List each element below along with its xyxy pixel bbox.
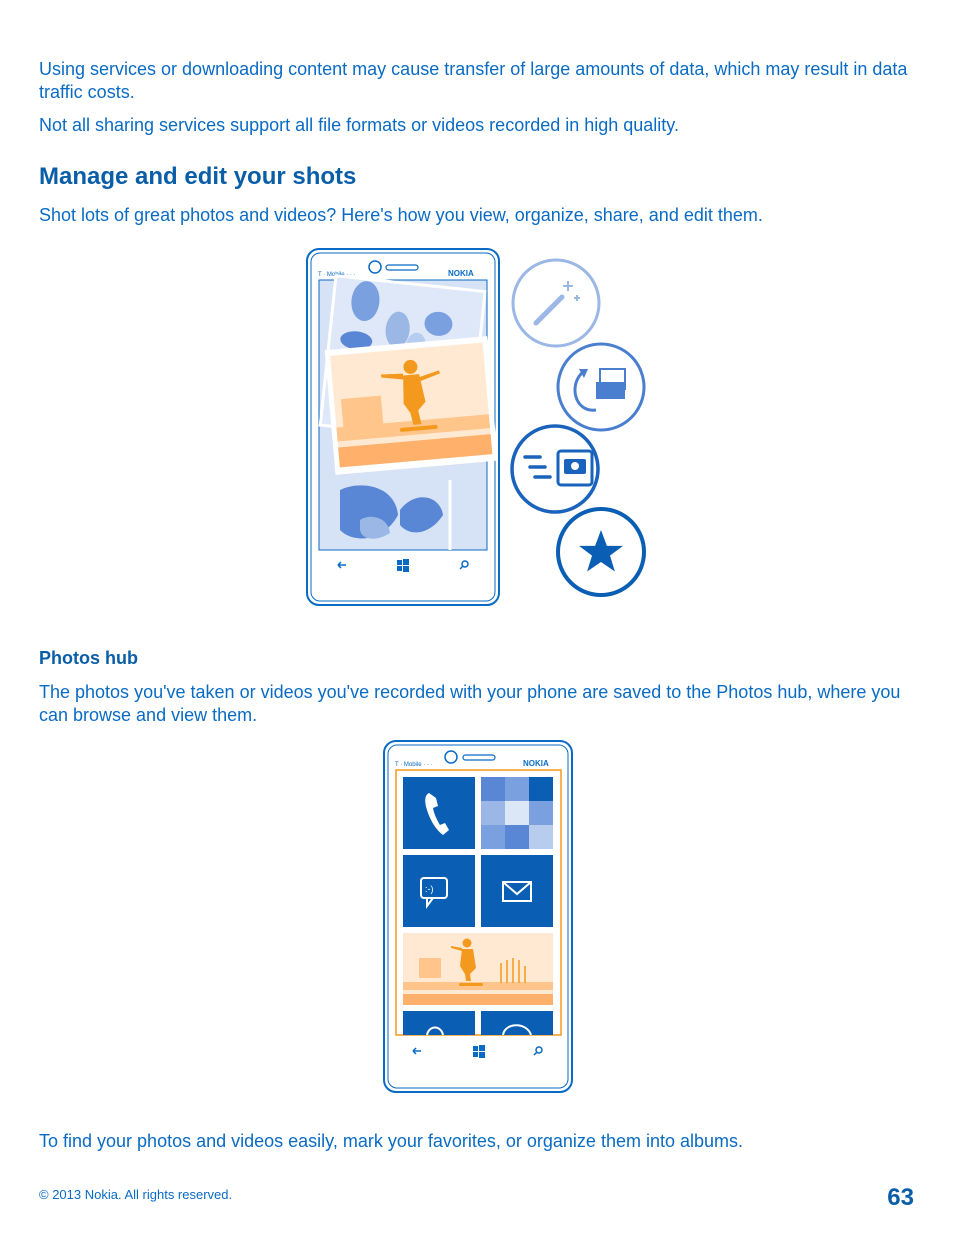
nokia-brand-2: NOKIA [523,759,549,768]
photos-hub-body: The photos you've taken or videos you've… [39,682,901,725]
camera-roll-tile[interactable] [403,933,553,1005]
mail-tile[interactable] [481,855,553,927]
messaging-tile[interactable]: :-) [403,855,475,927]
copyright: © 2013 Nokia. All rights reserved. [39,1187,233,1202]
nokia-brand: NOKIA [448,269,474,278]
photos-hub-title: Photos hub [39,648,138,668]
magic-wand-icon [511,258,601,348]
phone-photos-illustration: T · Mobile · · · NOKIA [306,248,646,606]
phone-start-screen-illustration: T · Mobile · · · NOKIA :-) [383,740,573,1093]
back-arrow-icon-2[interactable] [412,1047,421,1055]
message-tile-text: :-) [425,884,434,894]
search-icon[interactable] [459,560,469,570]
photos-tile[interactable] [481,777,553,849]
section-intro: Shot lots of great photos and videos? He… [39,205,763,225]
section-title: Manage and edit your shots [39,163,357,190]
star-icon [556,507,646,597]
carrier-label-2: T · Mobile · · · [395,762,433,768]
closing-paragraph: To find your photos and videos easily, m… [39,1131,744,1151]
phone-icon [425,793,449,835]
back-arrow-icon[interactable] [337,561,346,569]
mail-icon [502,881,532,902]
sharing-note-paragraph: Not all sharing services support all fil… [39,115,679,135]
rotate-crop-icon [556,342,646,432]
search-icon-2[interactable] [533,1046,543,1056]
windows-start-icon[interactable] [397,559,409,572]
data-warning-paragraph: Using services or downloading content ma… [39,59,908,102]
phone-tile[interactable] [403,777,475,849]
page-number: 63 [887,1184,914,1211]
share-photo-icon [510,424,600,514]
windows-start-icon-2[interactable] [473,1045,485,1058]
